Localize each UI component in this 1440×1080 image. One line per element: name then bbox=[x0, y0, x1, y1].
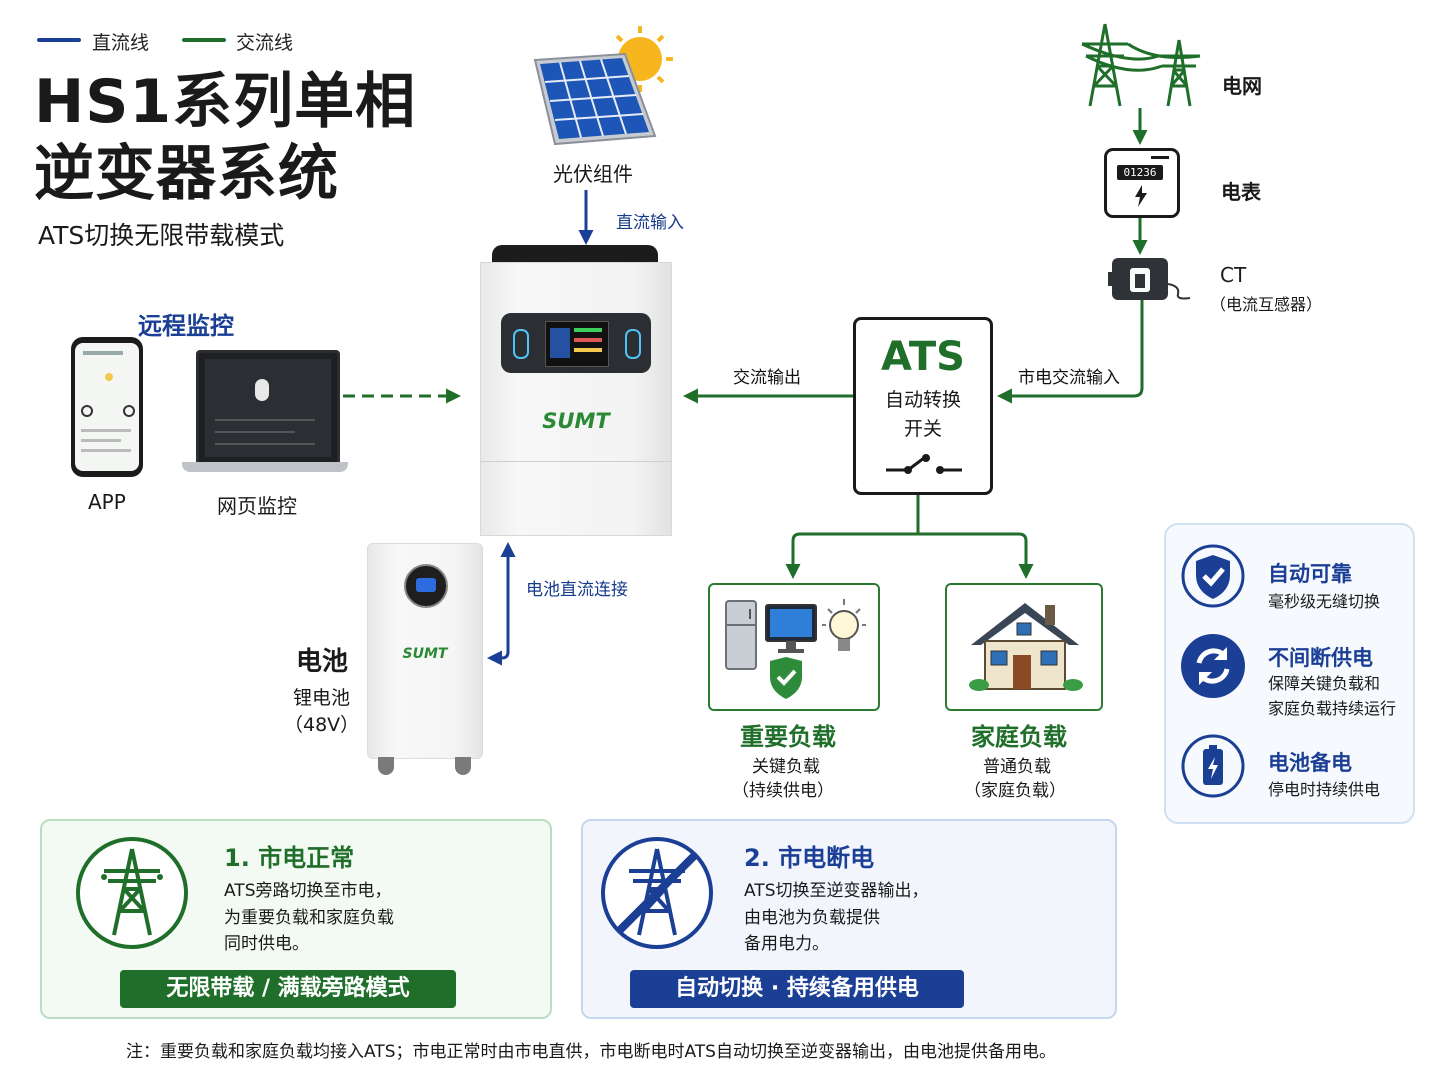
mode-outage-box: 2. 市电断电 ATS切换至逆变器输出， 由电池为负载提供 备用电力。 自动切换… bbox=[581, 819, 1117, 1019]
features-panel: 自动可靠 毫秒级无缝切换 不间断供电 保障关键负载和 家庭负载持续运行 电池备电… bbox=[1164, 523, 1415, 824]
page-title: HS1系列单相 逆变器系统 bbox=[34, 66, 416, 210]
footer-note: 注：重要负载和家庭负载均接入ATS；市电正常时由市电直供，市电断电时ATS自动切… bbox=[126, 1042, 1056, 1062]
battery-link-line bbox=[487, 550, 510, 666]
ats-subtitle: 自动转换 开关 bbox=[856, 386, 990, 444]
inverter-control-panel bbox=[501, 313, 651, 373]
meter-icon: 01236 bbox=[1104, 148, 1180, 218]
feature-1-title: 自动可靠 bbox=[1268, 562, 1352, 586]
battery-type: 锂电池 bbox=[293, 687, 351, 709]
home-load-line-1: 普通负载 bbox=[983, 757, 1051, 777]
appliances-icon bbox=[725, 599, 866, 699]
home-load-line-2: （家庭负载） bbox=[964, 781, 1066, 801]
feature-1-desc: 毫秒级无缝切换 bbox=[1268, 592, 1381, 611]
battery-title: 电池 bbox=[296, 647, 349, 677]
house-icon bbox=[969, 603, 1083, 691]
title-line-1: HS1系列单相 bbox=[34, 67, 417, 137]
dc-legend-line bbox=[37, 38, 81, 42]
ats-line-1: 自动转换 bbox=[884, 389, 961, 411]
ct-sub-label: （电流互感器） bbox=[1210, 295, 1323, 314]
mode-outage-bar: 自动切换 · 持续备用供电 bbox=[630, 970, 964, 1008]
mode-outage-title: 2. 市电断电 bbox=[744, 844, 875, 872]
pv-label: 光伏组件 bbox=[553, 162, 633, 186]
mode-outage-line-1: ATS切换至逆变器输出， bbox=[744, 881, 929, 901]
feature-3-desc: 停电时持续供电 bbox=[1268, 780, 1381, 799]
ats-switch: ATS 自动转换 开关 bbox=[853, 317, 993, 495]
battery-icon bbox=[1181, 734, 1245, 798]
inverter-bracket bbox=[492, 245, 658, 263]
laptop-icon[interactable] bbox=[182, 350, 348, 474]
mode-normal-box: 1. 市电正常 ATS旁路切换至市电， 为重要负载和家庭负载 同时供电。 无限带… bbox=[40, 819, 552, 1019]
ct-label: CT bbox=[1220, 263, 1247, 287]
battery-voltage: （48V） bbox=[284, 714, 360, 736]
power-tower-icon bbox=[1081, 23, 1201, 107]
remote-title: 远程监控 bbox=[138, 312, 234, 340]
home-load-box bbox=[945, 583, 1103, 711]
inverter-screen bbox=[545, 321, 609, 367]
mode-normal-line-3: 同时供电。 bbox=[224, 934, 309, 954]
web-monitor-label: 网页监控 bbox=[217, 494, 297, 518]
critical-load-box bbox=[708, 583, 880, 711]
ac-legend-label: 交流线 bbox=[236, 32, 294, 54]
feature-2-desc-1: 保障关键负载和 bbox=[1268, 674, 1381, 693]
ats-to-critical-line bbox=[785, 532, 918, 579]
shield-check-icon bbox=[1181, 544, 1245, 608]
ats-to-home-line bbox=[918, 532, 1034, 579]
home-load-title: 家庭负载 bbox=[971, 723, 1067, 751]
dc-input-label: 直流输入 bbox=[616, 213, 684, 233]
solar-panel-icon bbox=[533, 26, 673, 146]
grid-label: 电网 bbox=[1222, 74, 1262, 98]
mode-outage-line-2: 由电池为负载提供 bbox=[744, 908, 880, 928]
no-power-icon bbox=[601, 837, 713, 949]
critical-load-title: 重要负载 bbox=[740, 723, 836, 751]
battery-display bbox=[404, 564, 448, 608]
mode-normal-title: 1. 市电正常 bbox=[224, 844, 355, 872]
page-subtitle: ATS切换无限带载模式 bbox=[38, 221, 285, 250]
refresh-icon bbox=[1181, 634, 1245, 698]
ac-legend-line bbox=[182, 38, 226, 42]
app-label: APP bbox=[88, 490, 126, 514]
switch-icon bbox=[886, 454, 962, 474]
battery-link-label: 电池直流连接 bbox=[526, 580, 628, 600]
ats-title: ATS bbox=[881, 334, 965, 380]
critical-load-line-2: （持续供电） bbox=[732, 781, 834, 801]
ct-sensor-icon bbox=[1108, 258, 1191, 300]
battery-unit: SUMT bbox=[367, 543, 483, 759]
meter-display: 01236 bbox=[1123, 166, 1157, 179]
feature-3-title: 电池备电 bbox=[1268, 751, 1352, 775]
ac-output-label: 交流输出 bbox=[733, 368, 801, 388]
meter-label: 电表 bbox=[1221, 180, 1261, 204]
mode-normal-bar: 无限带载 / 满载旁路模式 bbox=[120, 970, 456, 1008]
feature-2-desc-2: 家庭负载持续运行 bbox=[1268, 699, 1397, 718]
title-line-2: 逆变器系统 bbox=[34, 139, 339, 209]
mode-outage-line-3: 备用电力。 bbox=[744, 934, 829, 954]
mode-normal-line-1: ATS旁路切换至市电， bbox=[224, 881, 392, 901]
ac-input-label: 市电交流输入 bbox=[1018, 368, 1120, 388]
battery-brand: SUMT bbox=[402, 646, 448, 662]
dc-legend-label: 直流线 bbox=[92, 32, 150, 54]
power-tower-icon bbox=[76, 837, 188, 949]
inverter-brand: SUMT bbox=[542, 409, 610, 433]
phone-icon[interactable] bbox=[71, 337, 143, 477]
critical-load-line-1: 关键负载 bbox=[752, 757, 820, 777]
feature-2-title: 不间断供电 bbox=[1268, 646, 1373, 670]
inverter-unit: SUMT bbox=[480, 262, 672, 536]
ct-to-ats-line bbox=[997, 300, 1144, 404]
mode-normal-line-2: 为重要负载和家庭负载 bbox=[224, 908, 394, 928]
ats-line-2: 开关 bbox=[903, 418, 942, 440]
